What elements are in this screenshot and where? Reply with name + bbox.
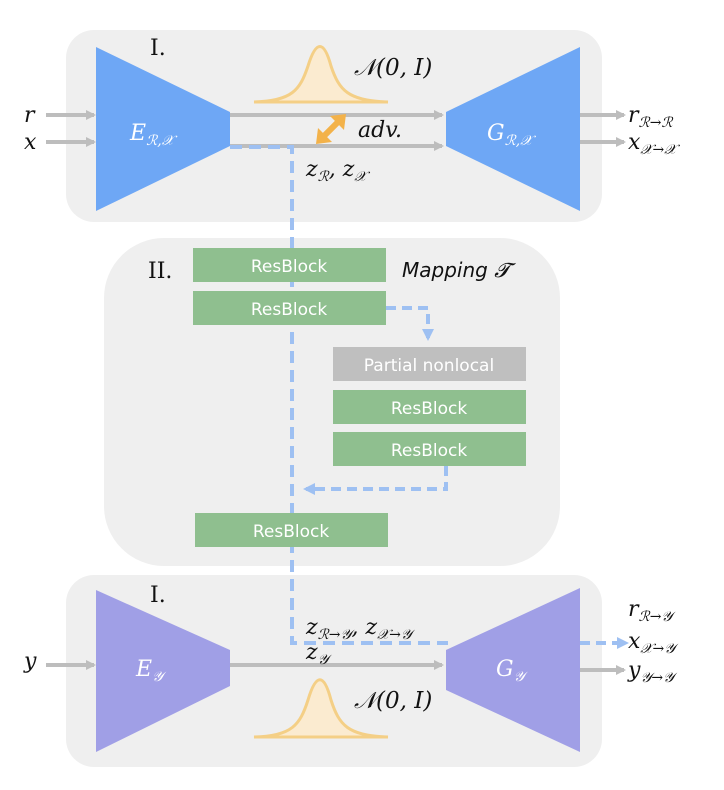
- mapping-return-path: [303, 466, 448, 495]
- output-r-label: rℛ→ℛ: [628, 103, 673, 131]
- input-r-label: r: [24, 103, 36, 128]
- resblock-2-label: ResBlock: [251, 300, 327, 320]
- adv-label: adv.: [358, 118, 402, 143]
- partial-nonlocal-label: Partial nonlocal: [364, 356, 494, 376]
- bottom-mapped-label: zℛ→𝒴, z𝒳→𝒴: [305, 615, 416, 643]
- top-latent-label: zℛ, z𝒳: [305, 157, 370, 185]
- resblock-3-label: ResBlock: [391, 399, 467, 419]
- top-gaussian: [253, 45, 389, 104]
- decoder-y: [446, 588, 580, 752]
- decoder-rx: [446, 47, 580, 211]
- top-prior-label: 𝒩(0, I): [354, 55, 432, 81]
- decoder-rx-label: Gℛ,𝒳: [487, 121, 536, 149]
- bottom-output-r-label: rℛ→𝒴: [628, 597, 676, 625]
- resblock-3: [333, 390, 526, 424]
- bottom-output-y-label: y𝒴→𝒴: [627, 658, 678, 686]
- input-x-label: x: [24, 130, 37, 155]
- adv-double-arrow: [316, 114, 346, 144]
- bottom-output-x-label: x𝒳→𝒴: [628, 629, 679, 657]
- resblock-2: [193, 291, 386, 325]
- bottom-section-label: I.: [150, 583, 166, 608]
- middle-section-label: II.: [148, 259, 172, 284]
- resblock-5: [195, 513, 388, 547]
- mapping-title: Mapping 𝓣: [402, 258, 516, 282]
- mapping-branch-path: [386, 306, 434, 341]
- encoder-rx-label: Eℛ,𝒳: [129, 121, 178, 149]
- resblock-5-label: ResBlock: [253, 522, 329, 542]
- encoder-rx: [96, 47, 230, 211]
- resblock-4-label: ResBlock: [391, 441, 467, 461]
- resblock-1: [193, 248, 386, 282]
- output-x-label: x𝒳→𝒳: [628, 130, 680, 158]
- bottom-prior-label: 𝒩(0, I): [354, 688, 432, 714]
- input-y-label: y: [23, 649, 37, 674]
- resblock-1-label: ResBlock: [251, 257, 327, 277]
- bottom-panel: [66, 575, 602, 767]
- resblock-4: [333, 432, 526, 466]
- partial-nonlocal-block: [333, 347, 526, 381]
- top-section-label: I.: [150, 36, 166, 61]
- encoder-y: [96, 590, 230, 752]
- bottom-gaussian: [253, 678, 389, 739]
- mapping-main-path: [230, 145, 448, 645]
